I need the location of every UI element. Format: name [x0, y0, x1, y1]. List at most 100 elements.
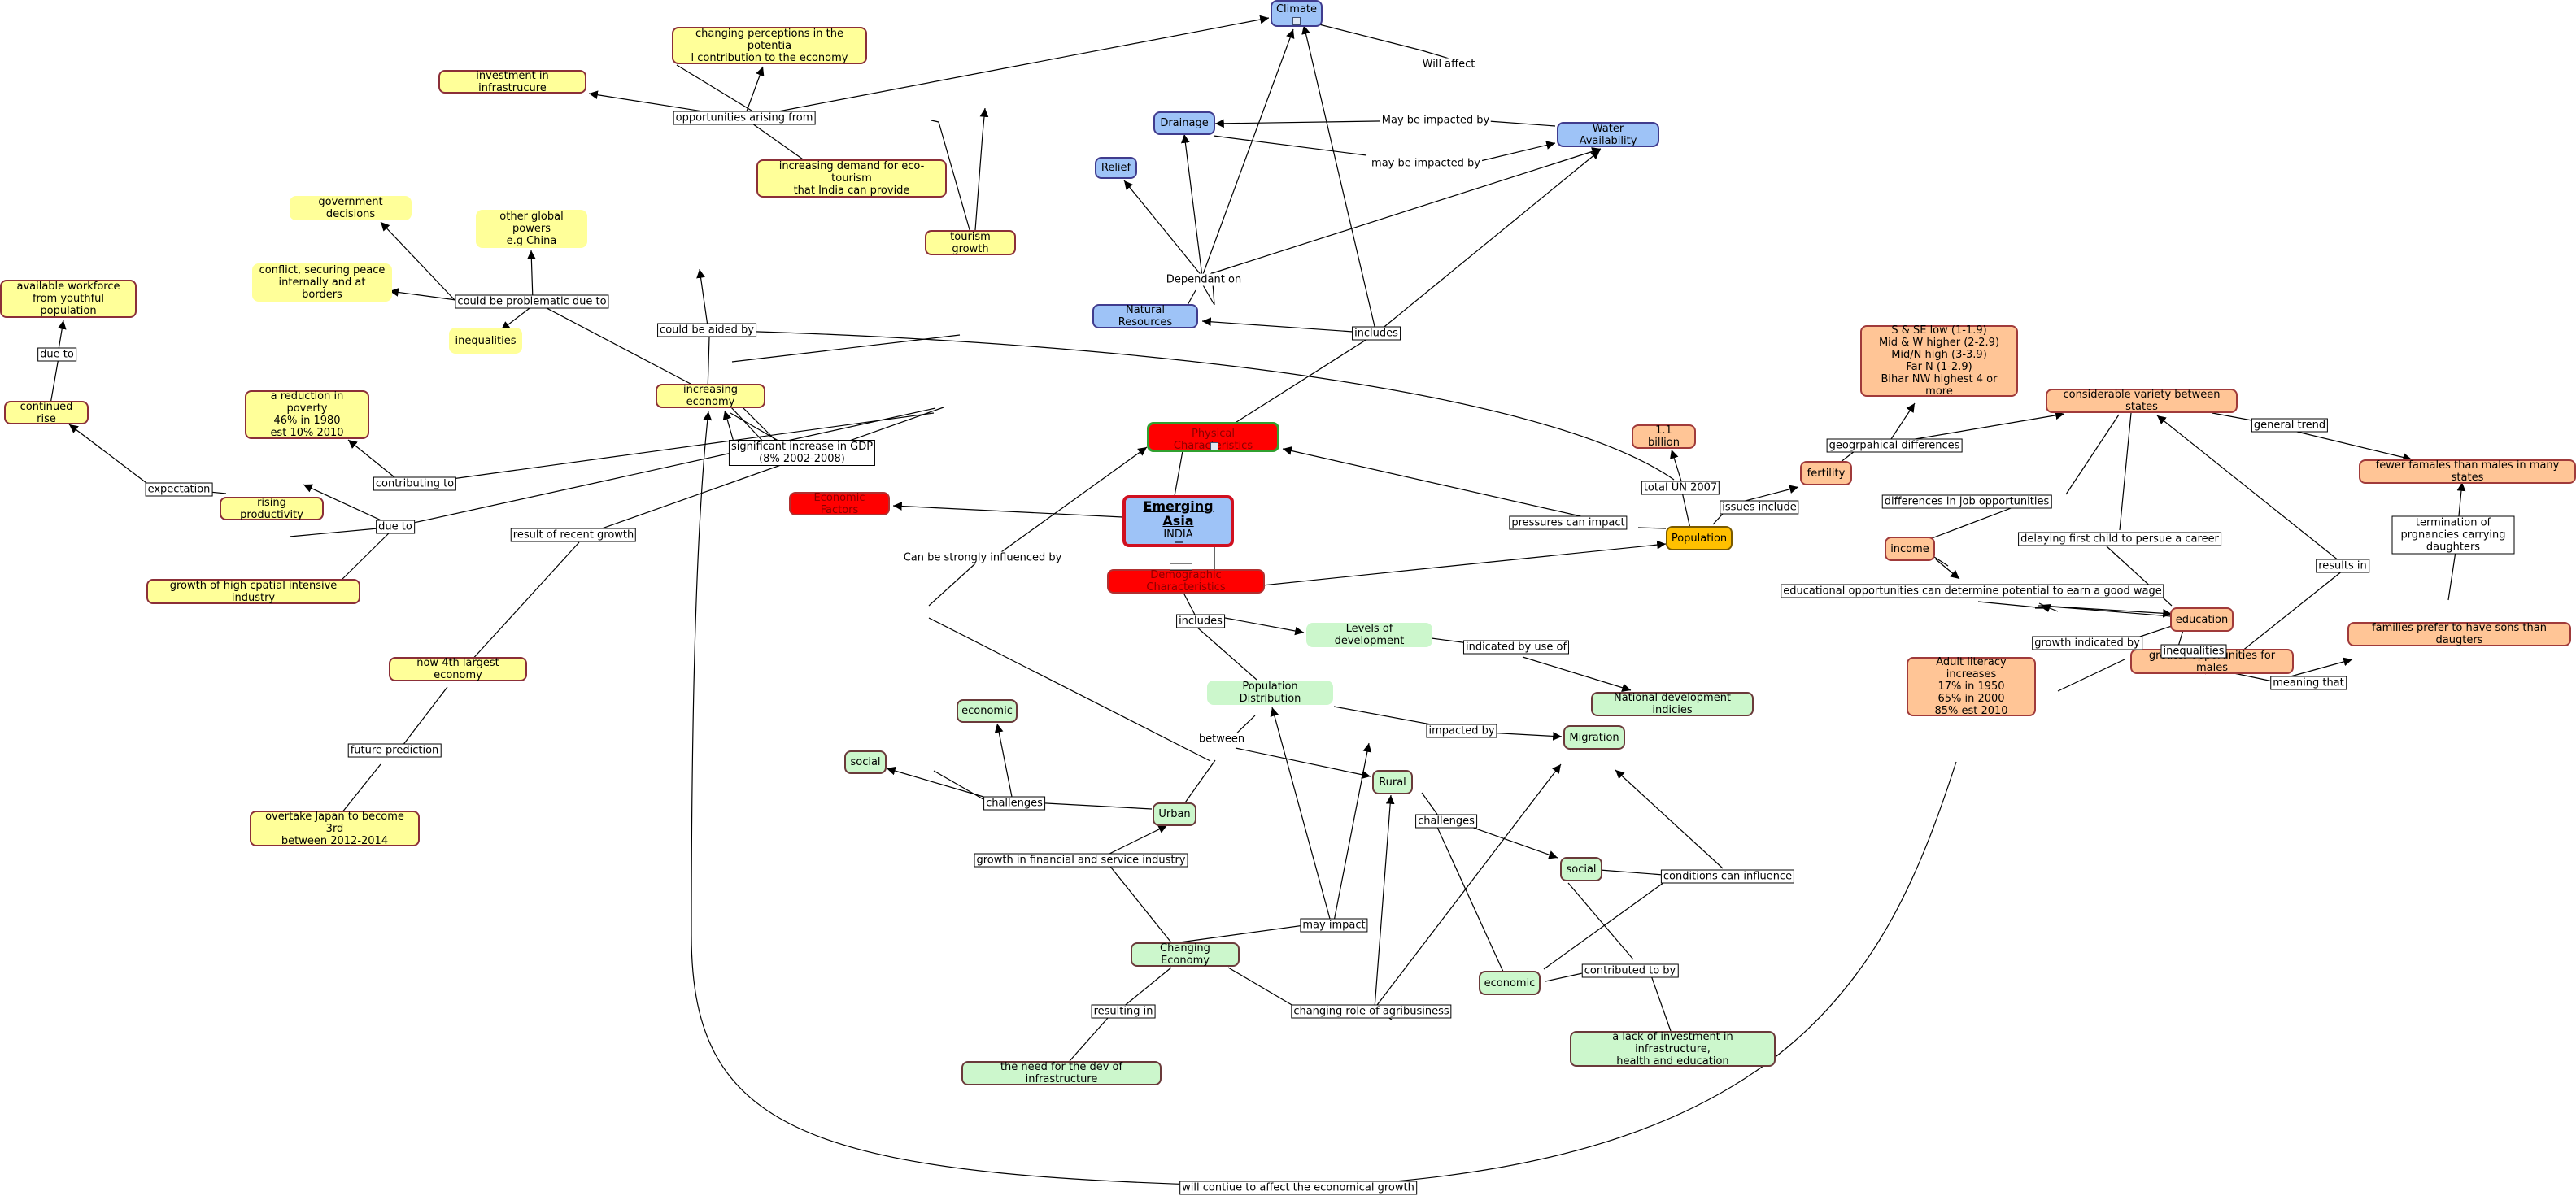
inequalities-yellow-node[interactable]: inequalities	[449, 328, 522, 354]
changing-economy-node[interactable]: Changing Economy	[1131, 942, 1240, 967]
link-label-resulting-in[interactable]: resulting in	[1091, 1004, 1156, 1019]
changing-perceptions-node[interactable]: changing perceptions in the potentia l c…	[672, 27, 867, 64]
link-label-dependant-on[interactable]: Dependant on	[1164, 273, 1244, 286]
income-node[interactable]: income	[1885, 537, 1935, 561]
link-label-differences-in-job-opportunities[interactable]: differences in job opportunities	[1881, 494, 2052, 509]
link-label-inequalities[interactable]: inequalities	[2160, 644, 2227, 659]
economic-green-node-2[interactable]: economic	[1479, 971, 1541, 995]
rising-productivity-node[interactable]: rising productivity	[220, 497, 324, 521]
link-label-indicated-by-use-of[interactable]: indicated by use of	[1462, 640, 1570, 655]
national-development-indicies-node[interactable]: National development indicies	[1591, 692, 1754, 716]
social-green-node-2[interactable]: social	[1560, 857, 1602, 881]
link-label-termination-of-pregnancies[interactable]: termination of prgnancies carrying daugh…	[2391, 515, 2515, 555]
image-icon[interactable]	[1292, 17, 1301, 25]
link-label-issues-include[interactable]: issues include	[1720, 500, 1799, 515]
fertility-node[interactable]: fertility	[1800, 461, 1852, 485]
population-node[interactable]: Population	[1666, 526, 1733, 550]
population-label: Population	[1671, 532, 1728, 545]
fewer-females-node[interactable]: fewer famales than males in many states	[2359, 459, 2576, 484]
levels-of-development-node[interactable]: Levels of development	[1306, 623, 1432, 647]
tourism-growth-node[interactable]: tourism growth	[925, 230, 1016, 255]
link-label-could-be-aided-by[interactable]: could be aided by	[657, 323, 756, 337]
link-label-geographical-differences[interactable]: geogrpahical differences	[1826, 438, 1963, 453]
population-distribution-label: Population Distribution	[1239, 681, 1301, 705]
changing-perceptions-label: changing perceptions in the potentia l c…	[691, 27, 848, 64]
investment-in-infrastructure-node[interactable]: investment in infrastrucure	[438, 70, 586, 94]
link-label-result-of-recent-growth[interactable]: result of recent growth	[510, 528, 637, 542]
water-availability-node[interactable]: Water Availability	[1557, 122, 1659, 147]
adult-literacy-node[interactable]: Adult literacy increases 17% in 1950 65%…	[1907, 656, 2036, 717]
need-dev-infrastructure-node[interactable]: the need for the dev of infrastructure	[961, 1061, 1162, 1085]
link-label-can-be-strongly-influenced-by[interactable]: Can be strongly influenced by	[901, 551, 1064, 564]
relief-node[interactable]: Relief	[1095, 157, 1137, 179]
link-label-significant-increase-gdp[interactable]: significant increase in GDP (8% 2002-200…	[728, 440, 876, 466]
link-label-educational-opportunities[interactable]: educational opportunities can determine …	[1781, 584, 2164, 598]
conflict-node[interactable]: conflict, securing peace internally and …	[252, 263, 392, 302]
link-label-continue-affect-economical-growth[interactable]: will contiue to affect the economical gr…	[1179, 1181, 1417, 1195]
demographic-characteristics-node[interactable]: Demographic Characteristics	[1107, 569, 1265, 594]
image-icon[interactable]	[1210, 442, 1218, 450]
global-powers-node[interactable]: other global powers e.g China	[476, 210, 587, 248]
link-label-growth-indicated-by[interactable]: growth indicated by	[2032, 636, 2142, 650]
lack-of-investment-node[interactable]: a lack of investment in infrastructure, …	[1570, 1031, 1776, 1068]
link-label-will-affect[interactable]: Will affect	[1420, 58, 1477, 71]
link-label-contributed-to-by[interactable]: contributed to by	[1581, 963, 1679, 978]
link-label-changing-role-of-agribusiness[interactable]: changing role of agribusiness	[1291, 1004, 1452, 1019]
link-label-general-trend[interactable]: general trend	[2251, 418, 2329, 433]
link-label-total-un-2007[interactable]: total UN 2007	[1641, 481, 1720, 495]
poverty-reduction-node[interactable]: a reduction in poverty 46% in 1980 est 1…	[245, 390, 369, 439]
rural-node[interactable]: Rural	[1372, 770, 1413, 794]
urban-node[interactable]: Urban	[1153, 802, 1196, 826]
link-label-meaning-that[interactable]: meaning that	[2270, 676, 2347, 690]
population-distribution-node[interactable]: Population Distribution	[1207, 681, 1333, 705]
capital-intensive-industry-node[interactable]: growth of high cpatial intensive industr…	[146, 579, 360, 604]
natural-resources-node[interactable]: Natural Resources	[1092, 304, 1198, 328]
fourth-largest-economy-node[interactable]: now 4th largest economy	[389, 657, 527, 681]
image-icon[interactable]	[1174, 541, 1183, 543]
climate-node[interactable]: Climate	[1271, 0, 1323, 27]
link-label-pressures-can-impact[interactable]: pressures can impact	[1509, 515, 1628, 530]
link-label-may-impact[interactable]: may impact	[1300, 918, 1368, 933]
link-label-may-be-impacted-by-1[interactable]: May be impacted by	[1380, 114, 1492, 127]
overtake-japan-node[interactable]: overtake Japan to become 3rd between 201…	[250, 811, 420, 847]
link-label-future-prediction[interactable]: future prediction	[347, 743, 442, 758]
drainage-node[interactable]: Drainage	[1153, 111, 1215, 135]
link-label-may-be-impacted-by-2[interactable]: may be impacted by	[1370, 157, 1482, 170]
government-decisions-node[interactable]: government decisions	[290, 196, 412, 220]
link-label-empty[interactable]	[1170, 563, 1192, 571]
drainage-label: Drainage	[1160, 117, 1209, 129]
increasing-economy-node[interactable]: increasing economy	[656, 384, 765, 408]
link-label-conditions-can-influence[interactable]: conditions can influence	[1660, 869, 1795, 884]
one-point-one-billion-node[interactable]: 1.1 billion	[1632, 424, 1696, 449]
continued-rise-node[interactable]: continued rise	[4, 401, 89, 425]
link-label-includes-2[interactable]: includes	[1176, 614, 1225, 628]
link-label-could-be-problematic-due-to[interactable]: could be problematic due to	[455, 294, 609, 309]
link-label-due-to-1[interactable]: due to	[37, 347, 76, 362]
link-label-challenges-1[interactable]: challenges	[983, 796, 1045, 811]
education-node[interactable]: education	[2170, 607, 2234, 632]
considerable-variety-node[interactable]: considerable variety between states	[2046, 389, 2238, 413]
link-label-growth-financial-service[interactable]: growth in financial and service industry	[974, 853, 1188, 868]
economic-factors-node[interactable]: Economic Factors	[789, 492, 890, 516]
link-label-challenges-2[interactable]: challenges	[1415, 814, 1477, 829]
emerging-asia-node[interactable]: Emerging Asia INDIA	[1122, 495, 1234, 547]
link-label-contributing-to[interactable]: contributing to	[373, 476, 457, 491]
increasing-economy-label: increasing economy	[683, 384, 738, 408]
link-label-due-to-2[interactable]: due to	[376, 520, 415, 534]
link-label-impacted-by[interactable]: impacted by	[1426, 724, 1497, 738]
link-label-delaying-first-child[interactable]: delaying first child to persue a career	[2018, 532, 2221, 546]
link-label-opportunities-arising-from[interactable]: opportunities arising from	[673, 111, 816, 125]
social-green-node-1[interactable]: social	[844, 750, 887, 774]
economic-green-node-1[interactable]: economic	[957, 699, 1018, 723]
fertility-stats-node[interactable]: S & SE low (1-1.9) Mid & W higher (2-2.9…	[1860, 324, 2018, 398]
eco-tourism-demand-node[interactable]: increasing demand for eco-tourism that I…	[756, 159, 947, 198]
social-label-2: social	[1566, 863, 1597, 876]
physical-characteristics-node[interactable]: Physical Characteristics	[1147, 422, 1279, 452]
link-label-expectation[interactable]: expectation	[145, 482, 213, 497]
link-label-results-in[interactable]: results in	[2316, 559, 2369, 573]
available-workforce-node[interactable]: available workforce from youthful popula…	[0, 280, 137, 318]
link-label-between[interactable]: between	[1196, 733, 1247, 746]
link-label-includes-1[interactable]: includes	[1352, 326, 1401, 341]
migration-node[interactable]: Migration	[1563, 725, 1625, 750]
families-prefer-sons-node[interactable]: families prefer to have sons than daugte…	[2347, 622, 2571, 646]
